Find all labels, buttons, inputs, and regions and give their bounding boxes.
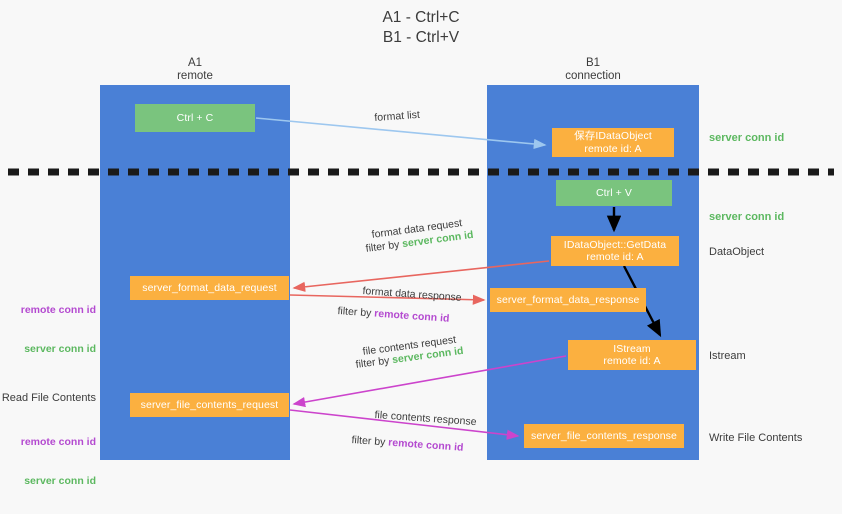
box-server-format-data-request[interactable]: server_format_data_request: [130, 276, 289, 300]
note-server-conn-id: server conn id: [24, 343, 96, 355]
label-format-list: format list: [374, 108, 421, 124]
label-format-data-response-filter: filter by remote conn id: [337, 305, 450, 326]
box-istream[interactable]: IStream remote id: A: [568, 340, 696, 370]
note-read-file-contents: Read File Contents: [1, 392, 96, 404]
box-server-format-data-response[interactable]: server_format_data_response: [490, 288, 646, 312]
note-server-conn-id: server conn id: [24, 475, 96, 487]
swimlane-header-a1: A1 remote: [177, 57, 213, 82]
label-format-data-response: format data response: [362, 285, 462, 304]
note-istream: Istream: [709, 350, 746, 362]
diagram-title: A1 - Ctrl+C B1 - Ctrl+V: [382, 9, 460, 46]
note-remote-conn-id: remote conn id: [20, 304, 96, 316]
box-ctrl-v[interactable]: Ctrl + V: [556, 180, 672, 206]
note-server-conn-id-top: server conn id: [709, 132, 785, 144]
filter-value-remote-conn-id: remote conn id: [373, 307, 450, 325]
diagram-canvas: A1 - Ctrl+C B1 - Ctrl+V A1 remote B1 con…: [0, 9, 834, 487]
filter-prefix-text: filter by: [355, 354, 394, 371]
box-ctrl-c[interactable]: Ctrl + C: [135, 104, 255, 132]
box-idataobject-getdata[interactable]: IDataObject::GetData remote id: A: [551, 236, 679, 266]
filter-prefix-text: filter by: [337, 305, 375, 320]
note-remote-conn-id: remote conn id: [20, 436, 96, 448]
filter-prefix-text: filter by: [351, 434, 389, 449]
note-write-file-contents: Write File Contents: [709, 432, 803, 444]
box-server-file-contents-response[interactable]: server_file_contents_response: [524, 424, 684, 448]
filter-prefix-text: filter by: [365, 238, 404, 255]
note-dataobject: DataObject: [709, 246, 765, 258]
note-conn-ids-upper: remote conn id server conn id: [0, 278, 96, 382]
note-conn-ids-lower: remote conn id server conn id: [0, 410, 96, 514]
box-server-file-contents-request[interactable]: server_file_contents_request: [130, 393, 289, 417]
box-save-idataobject[interactable]: 保存IDataObject remote id: A: [552, 128, 674, 157]
swimlane-header-b1: B1 connection: [565, 57, 621, 82]
label-file-contents-response-filter: filter by remote conn id: [351, 434, 464, 455]
filter-value-remote-conn-id: remote conn id: [387, 436, 464, 454]
label-file-contents-response: file contents response: [374, 409, 477, 429]
note-server-conn-id-mid: server conn id: [709, 211, 785, 223]
